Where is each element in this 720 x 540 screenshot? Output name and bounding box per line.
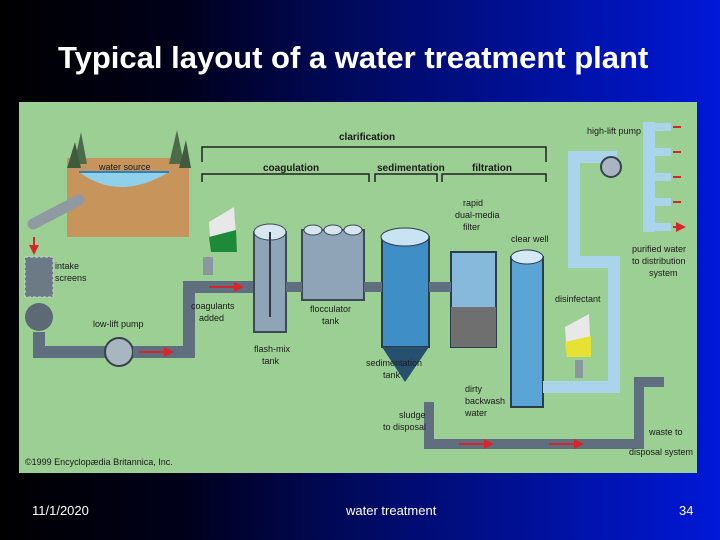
coagulant-bottle-icon (203, 207, 237, 275)
label-coagulants-added-1: coagulants (191, 301, 235, 311)
label-flash-mix-tank-2: tank (262, 356, 280, 366)
footer-page-number: 34 (679, 503, 694, 518)
label-waste-1: waste to (648, 427, 683, 437)
label-sludge-1: sludge (399, 410, 426, 420)
intake-pipe (27, 194, 85, 230)
footer-date: 11/1/2020 (32, 503, 89, 518)
label-intake-screens-1: intake (55, 261, 79, 271)
tree-icon-left (67, 132, 87, 168)
label-dirty-backwash-2: backwash (465, 396, 505, 406)
label-sludge-2: to disposal (383, 422, 426, 432)
label-clear-well: clear well (511, 234, 549, 244)
clear-well (510, 249, 544, 408)
label-disinfectant: disinfectant (555, 294, 601, 304)
slide-title: Typical layout of a water treatment plan… (58, 40, 649, 75)
rapid-dual-media-filter (450, 251, 497, 348)
label-rapid-filter-2: dual-media (455, 210, 500, 220)
label-filtration: filtration (472, 163, 512, 174)
label-purified-water-1: purified water (632, 244, 686, 254)
label-flocculator-tank-2: tank (322, 316, 340, 326)
flash-mix-tank (253, 223, 287, 333)
tree-icon-right (169, 130, 191, 168)
label-flocculator-tank-1: flocculator (310, 304, 351, 314)
label-dirty-backwash-3: water (464, 408, 487, 418)
low-lift-pump-icon (104, 337, 134, 367)
label-water-source: water source (98, 162, 151, 172)
water-treatment-diagram: clarification coagulation sedimentation … (19, 102, 697, 473)
clarification-bracket (201, 146, 547, 182)
label-intake-screens-2: screens (55, 273, 87, 283)
sedimentation-tank (380, 227, 430, 382)
label-low-lift-pump: low-lift pump (93, 319, 144, 329)
intake-screens-icon (24, 256, 54, 331)
label-high-lift-pump: high-lift pump (587, 126, 641, 136)
purified-water-pipe (543, 151, 620, 393)
label-sedimentation-tank-2: tank (383, 370, 401, 380)
label-waste-2: disposal system (629, 447, 693, 457)
label-dirty-backwash-1: dirty (465, 384, 483, 394)
label-rapid-filter-3: filter (463, 222, 480, 232)
label-sedimentation: sedimentation (377, 163, 445, 174)
high-lift-pump-icon (600, 156, 622, 178)
flocculator-tank (301, 224, 365, 301)
label-coagulants-added-2: added (199, 313, 224, 323)
label-purified-water-3: system (649, 268, 678, 278)
label-clarification: clarification (339, 132, 395, 143)
water-source-basin (67, 158, 189, 237)
label-purified-water-2: to distribution (632, 256, 686, 266)
label-sedimentation-tank-1: sedimentation (366, 358, 422, 368)
label-flash-mix-tank-1: flash-mix (254, 344, 291, 354)
footer-center-text: water treatment (346, 503, 437, 518)
copyright-text: ©1999 Encyclopædia Britannica, Inc. (25, 457, 173, 467)
label-rapid-filter-1: rapid (463, 198, 483, 208)
waste-pipe (424, 377, 664, 449)
disinfectant-bottle-icon (565, 314, 591, 378)
distribution-manifold (643, 122, 681, 232)
label-coagulation: coagulation (263, 163, 319, 174)
